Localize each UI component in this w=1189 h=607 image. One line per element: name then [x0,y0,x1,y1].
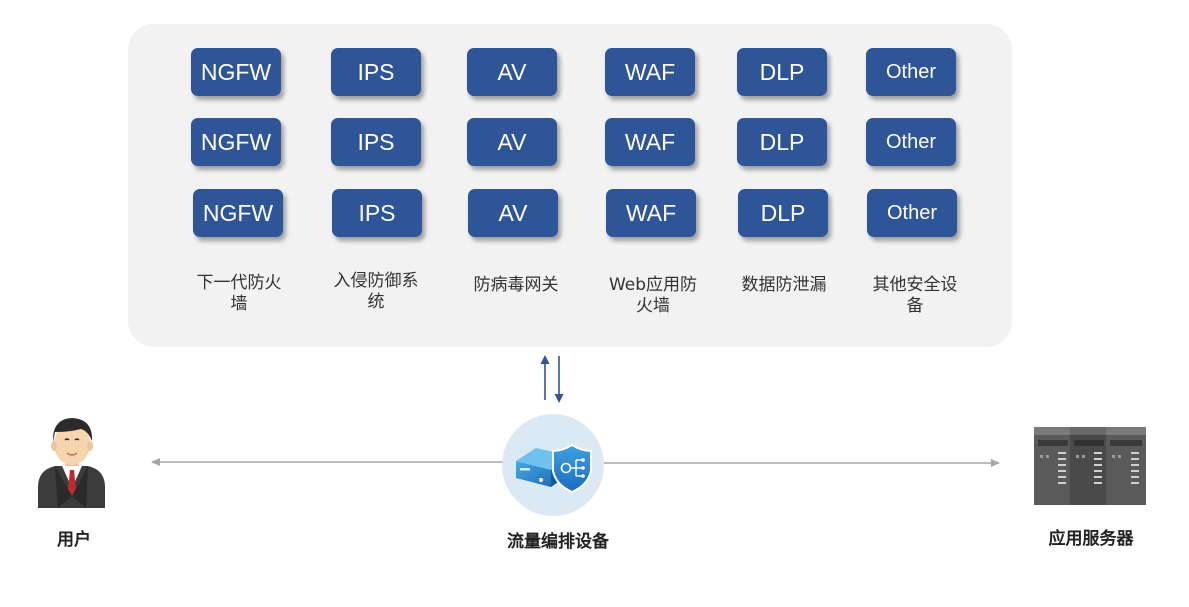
device-ngfw[interactable]: NGFW [191,48,281,96]
device-ngfw[interactable]: NGFW [193,189,283,237]
orchestrator-label: 流量编排设备 [507,532,609,552]
user-person-icon [38,418,105,508]
bidirectional-arrow-icon [540,355,564,403]
caption-waf: Web应用防 火墙 [608,275,698,316]
device-other[interactable]: Other [866,48,956,96]
device-av[interactable]: AV [467,118,557,166]
server-rack-icon [1034,427,1146,505]
user-label: 用户 [57,530,91,550]
device-dlp[interactable]: DLP [737,118,827,166]
caption-av: 防病毒网关 [473,275,559,295]
caption-ngfw: 下一代防火 墙 [196,273,282,314]
device-waf[interactable]: WAF [605,118,695,166]
device-other[interactable]: Other [867,189,957,237]
caption-ips: 入侵防御系 统 [333,271,419,312]
caption-dlp: 数据防泄漏 [741,275,827,295]
device-ngfw[interactable]: NGFW [191,118,281,166]
device-waf[interactable]: WAF [606,189,696,237]
device-waf[interactable]: WAF [605,48,695,96]
traffic-orchestrator-icon [502,414,604,516]
device-other[interactable]: Other [866,118,956,166]
device-ips[interactable]: IPS [331,48,421,96]
device-av[interactable]: AV [467,48,557,96]
device-av[interactable]: AV [468,189,558,237]
caption-other: 其他安全设 备 [872,275,958,316]
device-ips[interactable]: IPS [332,189,422,237]
device-dlp[interactable]: DLP [738,189,828,237]
server-label: 应用服务器 [1048,529,1134,549]
device-dlp[interactable]: DLP [737,48,827,96]
device-ips[interactable]: IPS [331,118,421,166]
